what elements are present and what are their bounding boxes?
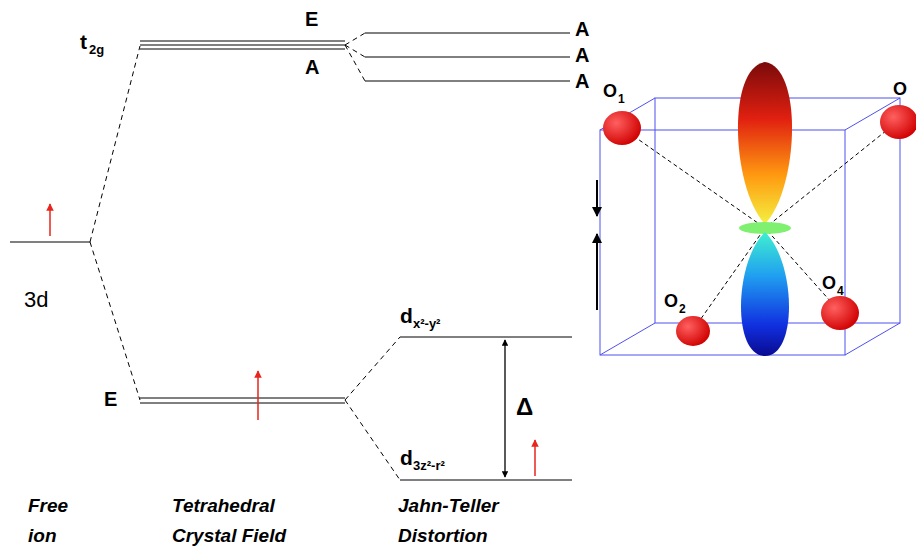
atom-label: O [893,80,907,100]
atom-label: O [603,82,617,102]
orbital-label: 3d [24,288,48,312]
subscript: 2 [679,303,686,316]
gap-symbol: Δ [516,394,533,420]
subscript: 3z²-r² [413,459,445,473]
subscript: 1 [618,93,625,106]
level-label: A [575,18,589,40]
stage-caption: Jahn-Teller Distortion [398,491,523,551]
atom-label: O [664,292,678,312]
level-label: A [305,56,319,78]
level-label: A [575,70,589,92]
level-label: E [305,8,318,30]
orbital-label: d [400,446,413,469]
stage-caption: Tetrahedral Crystal Field [172,491,307,551]
orbital-label: d [400,304,413,327]
level-label: A [575,44,589,66]
level-label: E [104,388,117,410]
subscript: 2g [89,43,104,57]
stage-caption: Free ion [28,491,88,551]
level-label: t [80,30,87,53]
subscript: 4 [837,285,844,298]
atom-label: O [822,274,836,294]
subscript: x²-y² [413,317,440,331]
